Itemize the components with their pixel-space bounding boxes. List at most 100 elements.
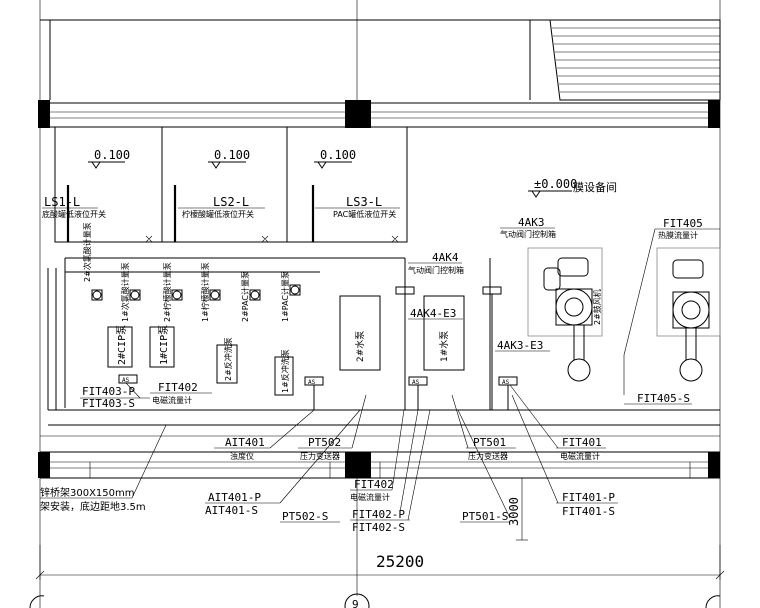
svg-text:1#柠檬酸计量泵: 1#柠檬酸计量泵 — [200, 262, 210, 322]
metering-pump-5: 2#PAC计量泵 — [240, 271, 261, 322]
metering-pump-1: 2#次氯酸计量泵 — [82, 222, 103, 301]
svg-text:1#反冲洗泵: 1#反冲洗泵 — [280, 349, 290, 393]
svg-text:压力变送器: 压力变送器 — [300, 451, 340, 461]
svg-text:4AK4: 4AK4 — [432, 251, 459, 264]
room-name: 膜设备间 — [573, 180, 617, 194]
ls2-desc: 柠檬酸罐低液位开关 — [182, 209, 254, 219]
svg-text:AIT401-S: AIT401-S — [205, 504, 258, 517]
column-upper-right — [708, 100, 720, 128]
ls3-tag: LS3-L — [346, 195, 382, 209]
svg-text:0.100: 0.100 — [94, 148, 130, 162]
blower-unit-2: 2#鼓风机 — [527, 247, 603, 382]
svg-text:AIT401-P: AIT401-P — [208, 491, 261, 504]
svg-text:4AK4-E3: 4AK4-E3 — [410, 307, 456, 320]
svg-text:2#PAC计量泵: 2#PAC计量泵 — [240, 271, 250, 322]
cip-pump-2 — [107, 326, 133, 368]
svg-text:FIT402-S: FIT402-S — [352, 521, 405, 534]
backwash-pump-2 — [216, 344, 238, 384]
ait401-ps-tags: AIT401-P AIT401-S PT502-S — [205, 491, 340, 523]
column-lower-mid — [345, 452, 371, 478]
elevation-mark-2: 0.100 — [208, 148, 250, 169]
equipment-area — [40, 257, 720, 437]
svg-text:气动阀门控制箱: 气动阀门控制箱 — [408, 265, 464, 275]
as-box-3: AS — [408, 376, 428, 386]
svg-text:9: 9 — [352, 598, 359, 608]
dimension-vertical: 3000 — [507, 477, 528, 541]
metering-pump-4: 1#柠檬酸计量泵 — [200, 262, 221, 322]
tray-note: 锌桥架300X150mm 架安装，底边距地3.5m — [40, 486, 146, 513]
as-box-4: AS — [498, 376, 518, 386]
svg-text:PT502-S: PT502-S — [282, 510, 328, 523]
svg-text:3000: 3000 — [507, 497, 521, 526]
stair-hatch — [549, 19, 721, 101]
ls3-desc: PAC罐低液位开关 — [333, 209, 396, 219]
column-lower-right — [708, 452, 720, 478]
panel-4ak4: 4AK4 气动阀门控制箱 4AK4-E3 — [395, 251, 464, 410]
backwash-pump-1 — [274, 356, 294, 396]
ait401-pt502-tags: AIT401 浊度仪 PT502 压力变送器 — [214, 436, 352, 461]
svg-text:热膜流量计: 热膜流量计 — [658, 230, 698, 240]
metering-pump-3: 2#柠檬酸计量泵 — [162, 262, 183, 322]
tank-rooms: 0.100 0.100 0.100 LS1-L 底酸罐低液位开关 LS2-L 柠… — [42, 126, 408, 243]
svg-text:FIT401: FIT401 — [562, 436, 602, 449]
column-upper-mid — [345, 100, 371, 128]
column-upper-left — [38, 100, 50, 128]
upper-wall — [38, 100, 720, 128]
svg-text:FIT401-S: FIT401-S — [562, 505, 615, 518]
svg-text:PT501-S: PT501-S — [462, 510, 508, 523]
svg-text:2#水泵: 2#水泵 — [354, 331, 366, 362]
svg-text:PT501: PT501 — [473, 436, 506, 449]
svg-text:AS: AS — [502, 379, 510, 386]
panel-4ak3: 4AK3 气动阀门控制箱 4AK3-E3 — [482, 216, 556, 410]
fit403-fit402-tags: FIT403-P FIT403-S FIT402 电磁流量计 — [80, 381, 212, 410]
as-boxes: AS AS AS AS — [118, 374, 518, 410]
water-pump-2 — [339, 295, 381, 371]
svg-text:FIT405-S: FIT405-S — [637, 392, 690, 405]
svg-text:浊度仪: 浊度仪 — [230, 451, 254, 461]
svg-text:压力变送器: 压力变送器 — [468, 451, 508, 461]
svg-text:1#水泵: 1#水泵 — [438, 331, 450, 362]
svg-text:2#反冲洗泵: 2#反冲洗泵 — [223, 337, 233, 381]
svg-text:2#CIP泵: 2#CIP泵 — [116, 325, 128, 365]
svg-text:0.100: 0.100 — [320, 148, 356, 162]
svg-text:4AK3-E3: 4AK3-E3 — [497, 339, 543, 352]
svg-text:FIT402: FIT402 — [158, 381, 198, 394]
svg-text:FIT403-S: FIT403-S — [82, 397, 135, 410]
svg-text:AS: AS — [412, 379, 420, 386]
svg-text:0.100: 0.100 — [214, 148, 250, 162]
svg-text:FIT402: FIT402 — [354, 478, 394, 491]
svg-text:AS: AS — [308, 379, 316, 386]
svg-text:电磁流量计: 电磁流量计 — [152, 395, 192, 405]
svg-text:FIT402-P: FIT402-P — [352, 508, 405, 521]
water-pump-1 — [423, 295, 465, 371]
svg-text:AS: AS — [122, 377, 130, 384]
svg-text:气动阀门控制箱: 气动阀门控制箱 — [500, 229, 556, 239]
svg-text:2#柠檬酸计量泵: 2#柠檬酸计量泵 — [162, 262, 172, 322]
svg-text:±0.000: ±0.000 — [534, 177, 577, 191]
ls1-tag: LS1-L — [44, 195, 80, 209]
lower-wall — [38, 451, 720, 479]
leader-lines — [131, 384, 559, 521]
as-box-1: AS — [118, 374, 138, 384]
metering-pump-2: 1#次氯酸计量泵 — [120, 262, 141, 322]
metering-pumps: 2#次氯酸计量泵 1#次氯酸计量泵 2#柠檬酸计量泵 1#柠檬酸计量泵 2#PA… — [65, 222, 320, 322]
elevation-mark-1: 0.100 — [88, 148, 130, 169]
svg-text:FIT405: FIT405 — [663, 217, 703, 230]
fit401-tags: FIT401 电磁流量计 FIT401-P FIT401-S — [556, 436, 618, 518]
svg-text:锌桥架300X150mm: 锌桥架300X150mm — [40, 486, 135, 499]
svg-text:25200: 25200 — [376, 552, 424, 571]
dimension-horizontal: 25200 — [35, 478, 725, 596]
cip-pump-1 — [149, 326, 175, 368]
svg-text:4AK3: 4AK3 — [518, 216, 545, 229]
fit402-bottom-tags: FIT402 电磁流量计 FIT402-P FIT402-S — [350, 478, 410, 534]
svg-text:2#次氯酸计量泵: 2#次氯酸计量泵 — [82, 222, 92, 282]
svg-text:1#次氯酸计量泵: 1#次氯酸计量泵 — [120, 262, 130, 322]
room-elevation: ±0.000 膜设备间 — [528, 177, 617, 198]
pt501-tags: PT501 压力变送器 PT501-S — [460, 436, 516, 523]
metering-pump-6: 1#PAC计量泵 — [280, 271, 301, 322]
svg-text:2#鼓风机: 2#鼓风机 — [592, 289, 602, 325]
cip-pumps: 2#CIP泵 1#CIP泵 2#反冲洗泵 1#反冲洗泵 — [107, 325, 294, 396]
svg-text:AIT401: AIT401 — [225, 436, 265, 449]
